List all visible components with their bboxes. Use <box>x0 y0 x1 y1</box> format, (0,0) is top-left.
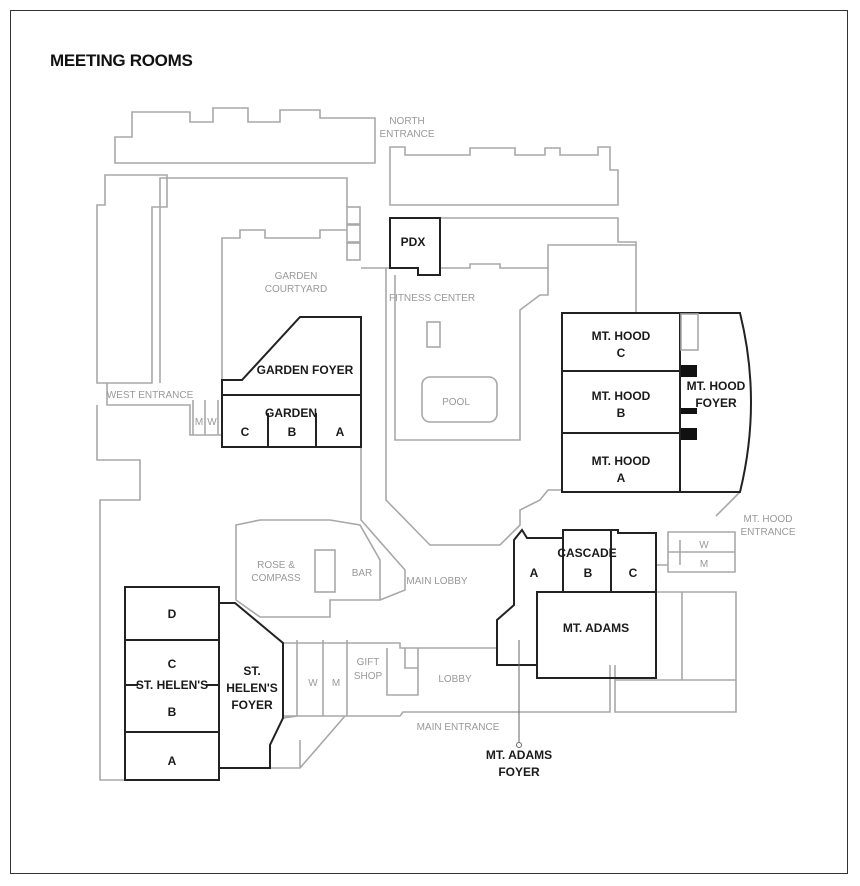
restroom-women-label: W <box>308 678 318 689</box>
svg-text:PDX: PDX <box>401 235 426 249</box>
room-garden[interactable]: GARDEN C B A <box>221 394 362 448</box>
room-cascade[interactable]: CASCADE A B C <box>513 528 657 593</box>
room-st-helens-a[interactable]: A <box>168 754 177 768</box>
svg-text:ENTRANCE: ENTRANCE <box>740 527 795 538</box>
main-lobby-label: MAIN LOBBY <box>406 576 467 587</box>
room-st-helens-c[interactable]: C <box>168 657 177 671</box>
svg-text:MT. ADAMS: MT. ADAMS <box>563 621 629 635</box>
svg-text:B: B <box>617 406 626 420</box>
room-cascade-b[interactable]: B <box>584 566 593 580</box>
svg-text:C: C <box>617 346 626 360</box>
svg-text:MT. HOOD: MT. HOOD <box>592 454 651 468</box>
bar-label: BAR <box>352 568 373 579</box>
elevator-icon <box>346 224 361 243</box>
room-garden-c[interactable]: C <box>241 425 250 439</box>
svg-text:COMPASS: COMPASS <box>251 573 301 584</box>
svg-text:MT. HOOD: MT. HOOD <box>592 389 651 403</box>
area-labels: NORTH ENTRANCE GARDEN COURTYARD FITNESS … <box>107 116 796 733</box>
svg-text:ST. HELEN'S: ST. HELEN'S <box>136 678 208 692</box>
room-garden-foyer[interactable]: GARDEN FOYER <box>221 316 362 395</box>
elevator-icon <box>346 206 361 225</box>
room-st-helens-b[interactable]: B <box>168 705 177 719</box>
svg-text:MT. ADAMS: MT. ADAMS <box>486 748 552 762</box>
room-mt-adams-foyer[interactable]: MT. ADAMS FOYER <box>486 592 552 779</box>
fitness-center-label: FITNESS CENTER <box>389 293 475 304</box>
restroom-men-label: M <box>700 559 708 570</box>
room-cascade-c[interactable]: C <box>629 566 638 580</box>
svg-text:MT. HOOD: MT. HOOD <box>687 379 746 393</box>
north-entrance-label: NORTH <box>389 116 424 127</box>
room-pdx[interactable]: PDX <box>389 217 441 276</box>
elevator-icon <box>346 242 361 261</box>
room-mt-hood-b[interactable]: MT. HOOD B <box>561 370 681 434</box>
page-title: MEETING ROOMS <box>50 51 193 70</box>
svg-text:SHOP: SHOP <box>354 671 383 682</box>
garden-courtyard-label: GARDEN <box>275 271 318 282</box>
room-garden-b[interactable]: B <box>288 425 297 439</box>
lobby-label: LOBBY <box>438 674 472 685</box>
svg-text:CASCADE: CASCADE <box>557 546 616 560</box>
svg-text:MT. HOOD: MT. HOOD <box>592 329 651 343</box>
svg-text:ST.: ST. <box>243 664 260 678</box>
restroom-women-label: W <box>699 540 709 551</box>
svg-text:COURTYARD: COURTYARD <box>265 284 327 295</box>
restroom-women-label: W <box>207 417 217 428</box>
pool-label: POOL <box>442 397 470 408</box>
room-st-helens-d[interactable]: D <box>168 607 177 621</box>
restroom-men-label: M <box>332 678 340 689</box>
room-cascade-a[interactable]: A <box>530 566 539 580</box>
restroom-men-label: M <box>195 417 203 428</box>
room-mt-hood-foyer[interactable]: MT. HOOD FOYER <box>680 312 752 493</box>
rose-compass-label: ROSE & <box>257 560 295 571</box>
room-mt-adams[interactable]: MT. ADAMS <box>536 591 657 679</box>
room-st-helens-foyer[interactable]: ST. HELEN'S FOYER <box>219 602 284 769</box>
svg-text:GARDEN FOYER: GARDEN FOYER <box>257 363 354 377</box>
gift-shop-label: GIFT <box>357 657 380 668</box>
svg-text:FOYER: FOYER <box>231 698 273 712</box>
room-mt-hood-a[interactable]: MT. HOOD A <box>561 432 681 493</box>
svg-text:GARDEN: GARDEN <box>265 406 317 420</box>
svg-text:FOYER: FOYER <box>695 396 737 410</box>
svg-text:A: A <box>617 471 626 485</box>
svg-text:ENTRANCE: ENTRANCE <box>379 129 434 140</box>
svg-text:HELEN'S: HELEN'S <box>226 681 278 695</box>
room-mt-hood-c[interactable]: MT. HOOD C <box>561 312 681 372</box>
frame-border <box>10 10 848 874</box>
west-entrance-label: WEST ENTRANCE <box>107 390 194 401</box>
svg-text:FOYER: FOYER <box>498 765 540 779</box>
room-garden-a[interactable]: A <box>336 425 345 439</box>
building-outlines <box>96 107 741 781</box>
main-entrance-label: MAIN ENTRANCE <box>417 722 500 733</box>
room-st-helens[interactable]: D C ST. HELEN'S B A <box>124 586 220 781</box>
mt-hood-entrance-label: MT. HOOD <box>744 514 793 525</box>
